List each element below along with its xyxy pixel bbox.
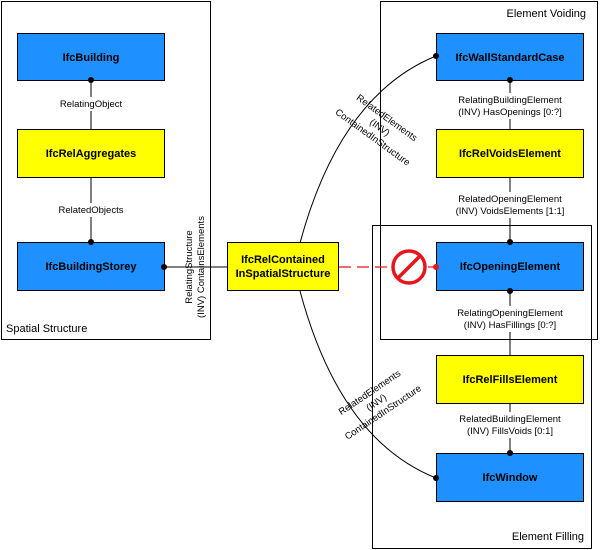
related-building-element-line1: RelatedBuildingElement	[459, 414, 561, 425]
forbidden-icon	[391, 249, 427, 285]
ifc-rel-contained-box	[227, 242, 339, 291]
relating-building-element-line2: (INV) HasOpenings [0:?]	[458, 107, 562, 118]
dot-opening-top	[507, 239, 513, 245]
element-voiding-frame	[380, 1, 598, 340]
element-voiding-title: Element Voiding	[507, 8, 587, 20]
ifc-opening-element-label: IfcOpeningElement	[460, 261, 561, 273]
label-bg-related-objects	[50, 203, 132, 217]
label-bg-relating-opening-element	[448, 306, 572, 332]
ifc-rel-voids-element-label: IfcRelVoidsElement	[459, 148, 561, 160]
dot-opening-bottom	[507, 288, 513, 294]
spatial-structure-title: Spatial Structure	[6, 323, 87, 335]
curve-contained-to-wall	[299, 55, 437, 244]
label-bg-relating-object	[50, 97, 132, 111]
ifc-wall-standard-case-label: IfcWallStandardCase	[455, 52, 564, 64]
ifc-rel-contained-label-line1: IfcRelContained	[241, 254, 325, 266]
related-elements-bottom-label-group: RelatedElements (INV) ContainedInStructu…	[337, 368, 424, 442]
ifc-rel-aggregates-label: IfcRelAggregates	[46, 148, 136, 160]
relating-object-label: RelatingObject	[60, 99, 123, 110]
related-elements-top-line3: ContainedInStructure	[333, 107, 412, 169]
ifc-rel-voids-element-box	[436, 129, 584, 178]
dot-storey-right	[161, 264, 167, 270]
ifc-building-label: IfcBuilding	[63, 52, 120, 64]
dot-opening-left-red	[433, 264, 439, 270]
relating-opening-element-line1: RelatingOpeningElement	[457, 308, 563, 319]
relating-structure-line1: RelatingStructure	[184, 230, 195, 303]
dot-window-left	[433, 475, 439, 481]
ifc-wall-standard-case-box	[436, 33, 584, 81]
related-elements-top-label-group: RelatedElements (INV) ContainedInStructu…	[333, 93, 419, 169]
element-filling-frame	[372, 225, 592, 549]
dot-storey-top	[88, 239, 94, 245]
curve-contained-to-window	[299, 290, 437, 479]
ifc-rel-fills-element-box	[436, 355, 584, 404]
dot-window-top	[507, 450, 513, 456]
ifc-rel-aggregates-box	[17, 129, 165, 178]
related-building-element-line2: (INV) FillsVoids [0:1]	[467, 426, 553, 437]
ifc-rel-contained-label-line2: InSpatialStructure	[236, 268, 331, 280]
relating-structure-label-group: RelatingStructure (INV) ContainsElements	[184, 216, 207, 318]
element-filling-title: Element Filling	[512, 531, 584, 543]
relating-building-element-line1: RelatingBuildingElement	[458, 95, 562, 106]
dot-building-bottom	[88, 77, 94, 83]
label-bg-related-building-element	[448, 412, 572, 438]
relating-structure-line2: (INV) ContainsElements	[196, 216, 207, 318]
ifc-building-storey-label: IfcBuildingStorey	[45, 261, 137, 273]
related-opening-element-line2: (INV) VoidsElements [1:1]	[456, 206, 565, 217]
spatial-structure-frame	[1, 1, 211, 340]
ifc-window-label: IfcWindow	[483, 472, 538, 484]
related-objects-label: RelatedObjects	[59, 205, 124, 216]
related-opening-element-line1: RelatedOpeningElement	[458, 194, 562, 205]
label-bg-related-opening-element	[448, 192, 572, 218]
dot-wall-left	[433, 53, 439, 59]
ifc-rel-fills-element-label: IfcRelFillsElement	[463, 374, 558, 386]
dot-wall-bottom	[507, 77, 513, 83]
relating-opening-element-line2: (INV) HasFillings [0:?]	[464, 320, 556, 331]
ifc-opening-element-box	[436, 242, 584, 291]
label-bg-relating-building-element	[448, 93, 572, 119]
ifc-building-box	[17, 33, 165, 81]
ifc-window-box	[436, 453, 584, 502]
related-elements-bottom-line3: ContainedInStructure	[343, 383, 424, 442]
